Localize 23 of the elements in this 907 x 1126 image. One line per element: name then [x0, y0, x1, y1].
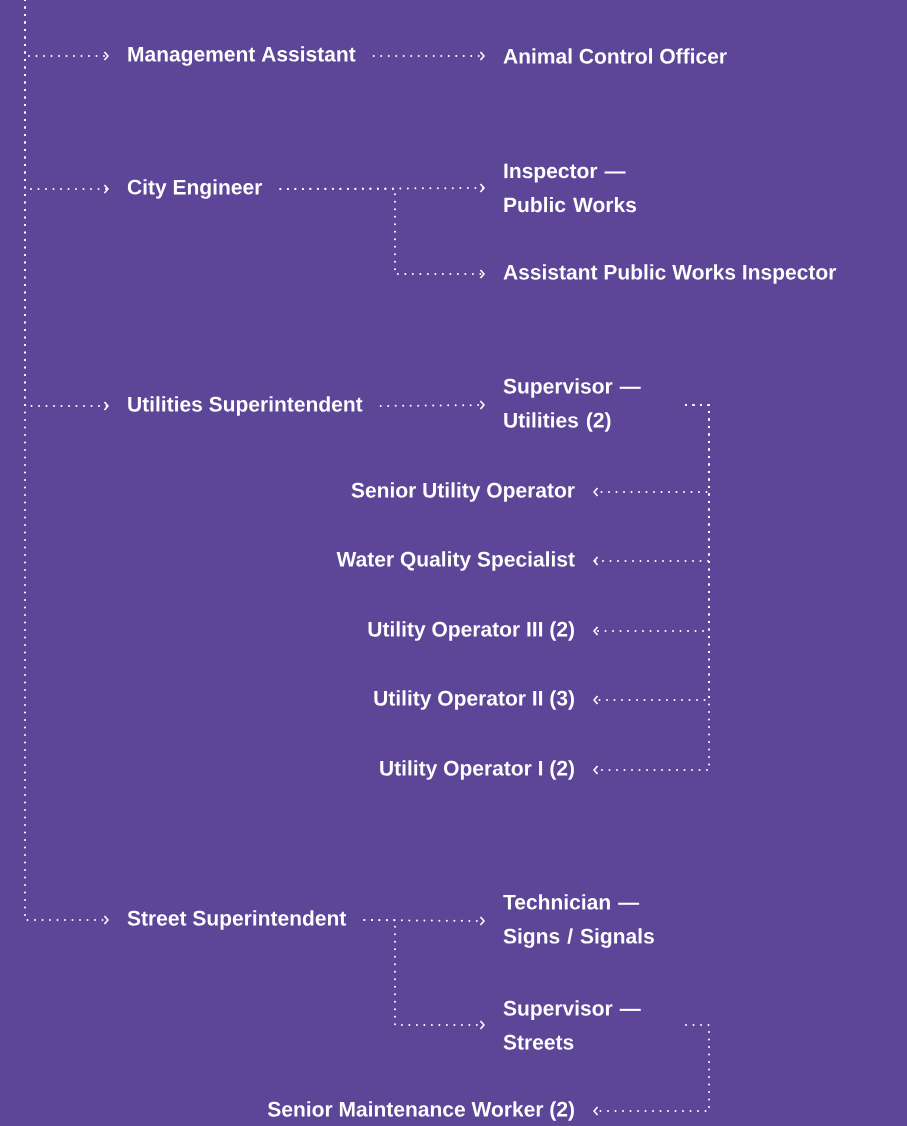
job-title: Utility Operator III (2): [368, 621, 574, 641]
job-title: Technician — Signs / Signals: [503, 894, 654, 948]
job-title: Assistant Public Works Inspector: [503, 264, 837, 284]
job-title: Supervisor — Streets: [503, 1000, 641, 1050]
arrow: [372, 51, 485, 61]
job-title: Management Assistant: [128, 46, 356, 66]
job-title: Utilities Superintendent: [128, 396, 363, 416]
job-title: Utility Operator II (3): [374, 690, 574, 710]
job-title: Senior Utility Operator: [351, 482, 575, 502]
job-title: City Engineer: [127, 179, 263, 199]
job-title: Senior Maintenance Worker (2): [267, 1101, 574, 1121]
arrow: [279, 188, 485, 279]
arrow: [379, 400, 485, 410]
arrow: [593, 1024, 710, 1116]
job-title: Water Quality Specialist: [336, 551, 575, 571]
arrow: [24, 0, 109, 925]
arrow: [593, 404, 710, 775]
arrow: [363, 919, 485, 1030]
job-title: Animal Control Officer: [503, 48, 727, 64]
job-title: Inspector — Public Works: [504, 163, 636, 213]
job-title: Utility Operator I (2): [380, 760, 574, 780]
job-title: Supervisor — Utilities (2): [503, 378, 641, 432]
job-title: Street Superintendent: [127, 910, 347, 930]
